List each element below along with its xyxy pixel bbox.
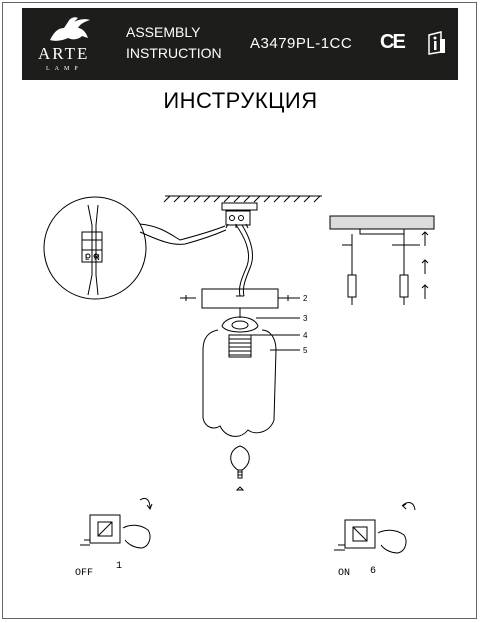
callout-2: 2 bbox=[303, 294, 308, 303]
header-title: ASSEMBLY INSTRUCTION bbox=[126, 22, 222, 64]
callout-3: 3 bbox=[303, 314, 308, 323]
connector-detail bbox=[43, 196, 227, 300]
step-6-number: 6 bbox=[370, 566, 376, 577]
header-title-line2: INSTRUCTION bbox=[126, 45, 222, 61]
document-title: ИНСТРУКЦИЯ bbox=[163, 88, 318, 113]
callout-5: 5 bbox=[303, 346, 308, 355]
info-manual-icon bbox=[428, 31, 445, 55]
step-1-number: 1 bbox=[116, 561, 122, 572]
model-number: A3479PL-1CC bbox=[250, 35, 353, 52]
suspension-cable bbox=[235, 224, 250, 297]
switch-off-illustration bbox=[80, 497, 153, 549]
lamp-socket bbox=[221, 308, 259, 358]
brand-sub: LAMP bbox=[46, 66, 83, 72]
header-title-line1: ASSEMBLY bbox=[126, 24, 201, 40]
connector-label-n: N bbox=[94, 253, 100, 262]
connector-label-l: L bbox=[85, 253, 90, 262]
step-on-label: ON bbox=[338, 568, 350, 579]
brand-logo: ARTE LAMP bbox=[32, 14, 112, 76]
light-bulb bbox=[230, 445, 250, 491]
mount-detail bbox=[329, 215, 435, 305]
header-bar: ARTE LAMP ASSEMBLY INSTRUCTION A3479PL-1… bbox=[22, 8, 458, 80]
step-off-label: OFF bbox=[75, 568, 93, 579]
glass-shade bbox=[202, 329, 277, 437]
ceiling bbox=[163, 195, 322, 211]
griffin-icon bbox=[50, 17, 90, 41]
brand-name: ARTE bbox=[38, 44, 90, 63]
callout-4: 4 bbox=[303, 331, 308, 340]
terminal-block bbox=[225, 210, 251, 229]
ce-mark-icon: CE bbox=[380, 31, 406, 53]
page-frame bbox=[2, 2, 477, 619]
callout-lines bbox=[251, 297, 300, 351]
switch-on-illustration bbox=[334, 502, 416, 554]
